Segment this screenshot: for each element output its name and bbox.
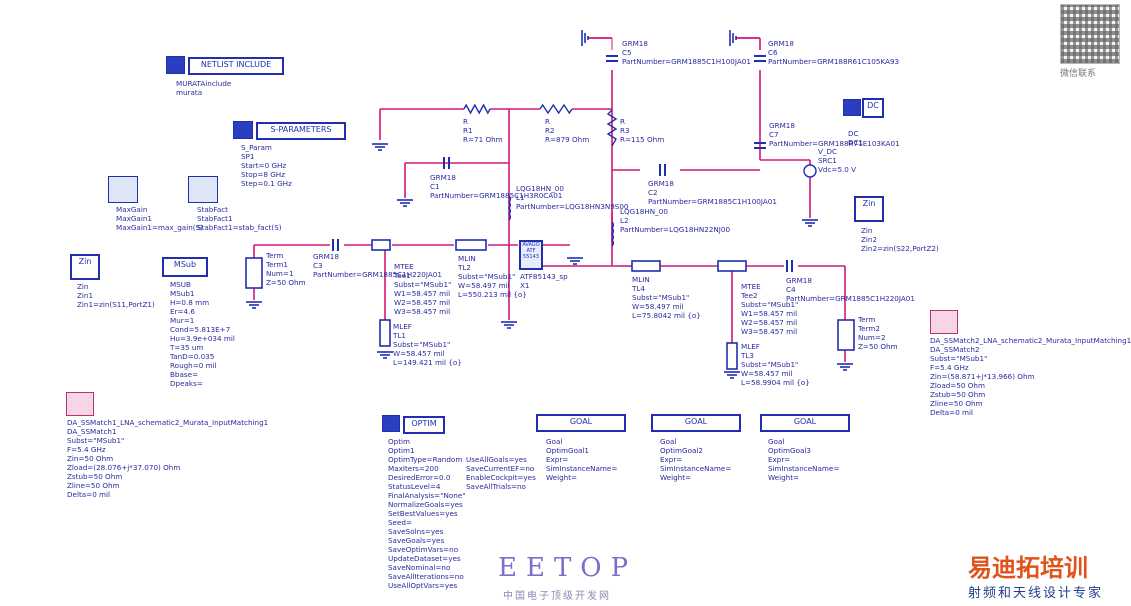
- goal1-title: GOAL: [569, 417, 593, 426]
- optim-label-2: UseAllGoals=yes SaveCurrentEF=no EnableC…: [466, 455, 536, 491]
- vdc-label: V_DC SRC1 Vdc=5.0 V: [818, 147, 857, 174]
- msub-block[interactable]: MSub: [162, 257, 208, 277]
- sparameters-block[interactable]: S-PARAMETERS: [256, 122, 346, 140]
- dc-label: DC DC1: [848, 129, 864, 147]
- c3-label: GRM18 C3 PartNumber=GRM1885C1H220JA01: [313, 252, 442, 279]
- sbmatch1-icon[interactable]: [66, 392, 94, 416]
- goal2-block[interactable]: GOAL: [651, 414, 741, 432]
- c1-label: GRM18 C1 PartNumber=GRM1885C1H3R0CA01: [430, 173, 563, 200]
- wechat-label: 微信联系: [1060, 69, 1097, 79]
- dc-voltage-source: [803, 164, 817, 178]
- netlist-include-title: NETLIST INCLUDE: [200, 60, 272, 69]
- c4-label: GRM18 C4 PartNumber=GRM1885C1H220JA01: [786, 276, 915, 303]
- r3-label: R R3 R=115 Ohm: [620, 117, 665, 144]
- sbmatch2-label: DA_SSMatch2_LNA_schematic2_Murata_InputM…: [930, 336, 1131, 417]
- netlist-icon: [166, 56, 185, 74]
- netlist-label: MURATAinclude murata: [176, 79, 232, 97]
- microstrip-tee: [717, 260, 747, 272]
- zin1-label: Zin Zin1 Zin1=zin(S11,PortZ1): [77, 282, 155, 309]
- eetop-watermark: EETOP: [498, 553, 638, 583]
- goal1-block[interactable]: GOAL: [536, 414, 626, 432]
- c5-label: GRM18 C5 PartNumber=GRM1885C1H100JA01: [622, 39, 751, 66]
- stabfact-icon[interactable]: [188, 176, 218, 203]
- transistor-x1-text: AVAGO ATF 55143: [522, 242, 540, 260]
- zin1-block[interactable]: Zin: [70, 254, 100, 280]
- tl2-label: MLIN TL2 Subst="MSub1" W=58.497 mil L=55…: [458, 254, 527, 299]
- brand-slogan: 射频和天线设计专家: [968, 586, 1104, 601]
- optim-block[interactable]: OPTIM: [403, 416, 445, 434]
- microstrip-line: [455, 239, 487, 251]
- sbmatch1-label: DA_SSMatch1_LNA_schematic2_Murata_InputM…: [67, 418, 269, 499]
- wires: [253, 37, 846, 362]
- sparam-icon: [233, 121, 253, 139]
- sparameters-title: S-PARAMETERS: [270, 125, 332, 134]
- l2-label: LQG18HN_00 L2 PartNumber=LQG18HN22NJ00: [620, 207, 731, 234]
- stabfact-label: StabFact StabFact1 StabFact1=stab_fact(S…: [197, 205, 282, 232]
- msub-label: MSUB MSub1 H=0.8 mm Er=4.6 Mur=1 Cond=5.…: [170, 280, 235, 388]
- tee1-label: MTEE Tee1 Subst="MSub1" W1=58.457 mil W2…: [394, 262, 452, 316]
- dc-block[interactable]: DC: [862, 98, 884, 118]
- microstrip-tee: [371, 239, 391, 251]
- inductor-l1: [507, 195, 511, 221]
- sparam-label: S_Param SP1 Start=0 GHz Stop=8 GHz Step=…: [241, 143, 292, 188]
- inductor-l2: [610, 221, 614, 247]
- l1-label: LQG18HN_00 L1 PartNumber=LQG18HN3N9S00: [516, 184, 629, 211]
- goal3-title: GOAL: [793, 417, 817, 426]
- term2-label: Term Term2 Num=2 Z=50 Ohm: [858, 315, 898, 351]
- goal1-label: Goal OptimGoal1 Expr= SimInstanceName= W…: [546, 437, 618, 482]
- maxgain-label: MaxGain MaxGain1 MaxGain1=max_gain(S): [116, 205, 203, 232]
- dc-icon: [843, 99, 861, 116]
- goal3-block[interactable]: GOAL: [760, 414, 850, 432]
- microstrip-open-stub: [726, 342, 738, 370]
- port-terminal: [245, 257, 263, 289]
- tl1-label: MLEF TL1 Subst="MSub1" W=58.457 mil L=14…: [393, 322, 462, 367]
- c6-label: GRM18 C6 PartNumber=GRM188R61C105KA93: [768, 39, 900, 66]
- r2-label: R R2 R=879 Ohm: [545, 117, 590, 144]
- netlist-include-block[interactable]: NETLIST INCLUDE: [188, 57, 284, 75]
- transistor-x1[interactable]: AVAGO ATF 55143: [519, 240, 543, 270]
- tl4-label: MLIN TL4 Subst="MSub1" W=58.497 mil L=75…: [632, 275, 701, 320]
- optim-title: OPTIM: [411, 419, 437, 428]
- msub-title: MSub: [173, 260, 197, 269]
- c2-label: GRM18 C2 PartNumber=GRM1885C1H100JA01: [648, 179, 777, 206]
- tee2-label: MTEE Tee2 Subst="MSub1" W1=58.457 mil W2…: [741, 282, 799, 336]
- eetop-subtitle: 中国电子顶级开发网: [503, 591, 611, 602]
- zin2-block[interactable]: Zin: [854, 196, 884, 222]
- optim-label: Optim Optim1 OptimType=Random MaxIters=2…: [388, 437, 466, 590]
- zin2-title: Zin: [862, 199, 876, 208]
- microstrip-line: [631, 260, 661, 272]
- x1-label: ATF85143_sp X1: [520, 272, 568, 290]
- parts: [245, 55, 855, 370]
- qr-code: [1060, 4, 1120, 64]
- brand-logo: 易迪拓培训: [968, 554, 1088, 582]
- term1-label: Term Term1 Num=1 Z=50 Ohm: [266, 251, 306, 287]
- port-terminal: [837, 319, 855, 351]
- dc-title: DC: [867, 101, 879, 110]
- zin1-title: Zin: [78, 257, 92, 266]
- resistor-r2: [539, 103, 573, 115]
- microstrip-open-stub: [379, 319, 391, 347]
- c7-label: GRM18 C7 PartNumber=GRM188R71E103KA01: [769, 121, 900, 148]
- goal2-title: GOAL: [684, 417, 708, 426]
- tl3-label: MLEF TL3 Subst="MSub1" W=58.457 mil L=58…: [741, 342, 810, 387]
- sbmatch2-icon[interactable]: [930, 310, 958, 334]
- optim-icon: [382, 415, 400, 432]
- resistor-r3: [606, 109, 618, 147]
- r1-label: R R1 R=71 Ohm: [463, 117, 503, 144]
- goal2-label: Goal OptimGoal2 Expr= SimInstanceName= W…: [660, 437, 732, 482]
- grounds: [246, 30, 853, 379]
- zin2-label: Zin Zin2 Zin2=zin(S22,PortZ2): [861, 226, 939, 253]
- goal3-label: Goal OptimGoal3 Expr= SimInstanceName= W…: [768, 437, 840, 482]
- resistor-r1: [463, 103, 491, 115]
- maxgain-icon[interactable]: [108, 176, 138, 203]
